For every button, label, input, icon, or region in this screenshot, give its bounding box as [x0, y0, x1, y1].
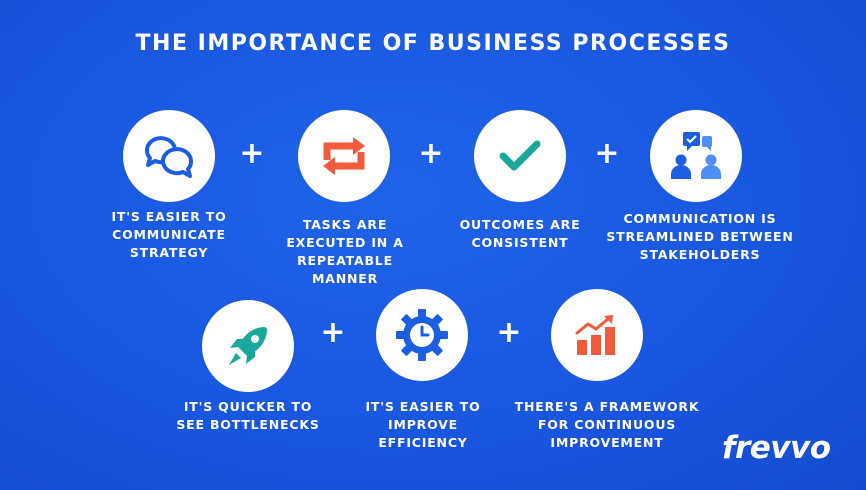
item-label-5: IT'S QUICKER TO SEE BOTTLENECKS: [176, 399, 320, 432]
frevvo-logo: frevvo: [722, 430, 831, 466]
bottlenecks-circle: [202, 300, 294, 392]
repeatable-tasks-circle: [298, 110, 390, 202]
plus-sign-1: +: [239, 136, 265, 171]
checkmark-icon: [499, 140, 541, 171]
plus-sign-5: +: [496, 315, 522, 350]
communicate-strategy-circle: [123, 110, 215, 202]
plus-sign-4: +: [320, 315, 346, 350]
efficiency-circle: [376, 289, 468, 381]
consistent-outcomes-circle: [474, 110, 566, 202]
plus-sign-3: +: [594, 136, 620, 171]
stakeholders-icon: [671, 132, 721, 179]
gear-clock-icon: [396, 309, 448, 361]
item-label-6: IT'S EASIER TO IMPROVE EFFICIENCY: [365, 399, 481, 450]
stakeholders-circle: [650, 110, 742, 202]
chat-bubbles-icon: [145, 136, 193, 178]
growth-chart-icon: [575, 315, 615, 355]
repeat-arrows-icon: [323, 137, 365, 175]
item-label-2: TASKS ARE EXECUTED IN A REPEATABLE MANNE…: [286, 217, 404, 286]
item-label-4: COMMUNICATION IS STREAMLINED BETWEEN STA…: [606, 211, 794, 262]
rocket-icon: [229, 327, 267, 365]
page-title: THE IMPORTANCE OF BUSINESS PROCESSES: [135, 31, 731, 56]
item-label-1: IT'S EASIER TO COMMUNICATE STRATEGY: [111, 209, 227, 260]
item-label-3: OUTCOMES ARE CONSISTENT: [459, 217, 581, 250]
item-label-7: THERE'S A FRAMEWORK FOR CONTINUOUS IMPRO…: [514, 399, 700, 450]
continuous-improvement-circle: [551, 289, 643, 381]
plus-sign-2: +: [418, 136, 444, 171]
